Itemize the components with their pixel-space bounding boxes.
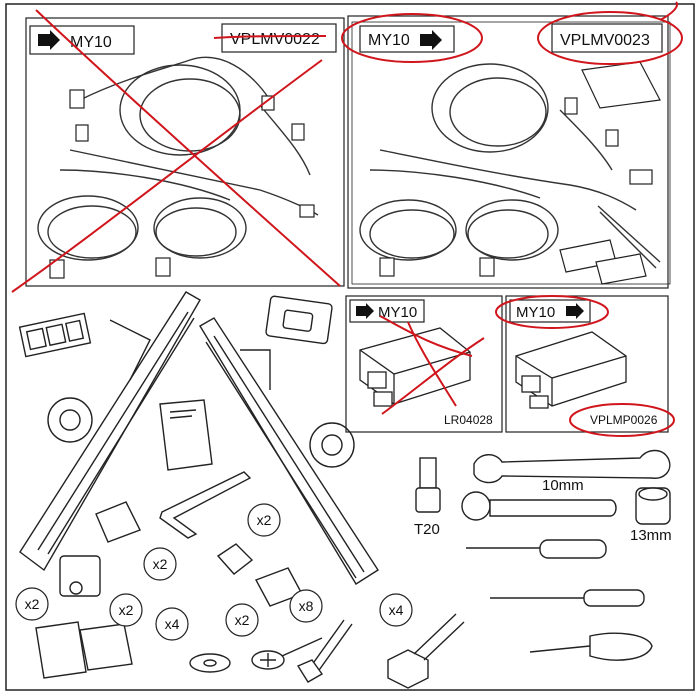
quantity-circle [15, 587, 49, 621]
tool-label-socket: 13mm [630, 527, 672, 544]
trim-tool-handle [583, 589, 645, 607]
panel-tag: MY10 [516, 304, 555, 321]
quantity-labels [15, 503, 413, 641]
quantity-circle [247, 503, 281, 537]
red-cross-out [379, 315, 485, 415]
qty-bolt-hex: x4 [389, 602, 404, 618]
part-code: VPLMV0022 [230, 31, 320, 48]
quantity-circle [225, 603, 259, 637]
tools-group [415, 449, 671, 661]
arrow-right-icon [38, 30, 60, 50]
qty-clip: x2 [257, 512, 272, 528]
red-cross-out [11, 9, 341, 293]
tool-label-t20: T20 [414, 521, 440, 538]
quantity-circle [379, 593, 413, 627]
arrow-right-icon [566, 303, 584, 319]
panel-tag: MY10 [70, 34, 112, 51]
awl-shaft [529, 645, 591, 653]
panel-tag: MY10 [368, 32, 410, 49]
panel-mid-left: MY10 LR04028 [345, 295, 503, 433]
qty-screw: x2 [235, 612, 250, 628]
tag-box [359, 25, 455, 53]
part-code: LR04028 [444, 413, 493, 427]
running-board-parts [18, 291, 465, 689]
code-box [551, 23, 663, 53]
arrow-right-icon [356, 303, 374, 319]
part-code: VPLMV0023 [560, 32, 650, 49]
t20-bit [419, 457, 437, 489]
ratchet-head [461, 491, 491, 521]
quantity-circle [289, 589, 323, 623]
awl-handle [589, 632, 653, 661]
qty-tape-b: x2 [119, 602, 134, 618]
panel-top-left: MY10 VPLMV0022 [11, 9, 345, 293]
outer-frame [5, 3, 695, 691]
tag-box [349, 299, 425, 323]
tool-labels: T20 10mm 13mm [414, 477, 672, 544]
arrow-right-icon [420, 30, 442, 50]
screwdriver-handle [539, 539, 607, 559]
panel-mid-right: MY10 VPLMP0026 [495, 295, 675, 437]
quantity-circle [143, 547, 177, 581]
t20-socket [415, 487, 441, 513]
quantity-circle [155, 607, 189, 641]
red-circle-highlights [495, 295, 675, 437]
quantity-text-group: x2 x2 x2 x2 x4 x2 x8 x4 [25, 512, 404, 632]
wiring-harness-illustration [359, 63, 661, 269]
qty-tape-a: x2 [25, 596, 40, 612]
combination-wrench [473, 449, 671, 484]
tag-box [509, 299, 591, 323]
panel-top-right: MY10 VPLMV0023 [341, 1, 683, 289]
part-code: VPLMP0026 [590, 413, 658, 427]
qty-bolt-long: x8 [299, 598, 314, 614]
qty-washer: x4 [165, 616, 180, 632]
panel-tag: MY10 [378, 304, 417, 321]
qty-adhesive-pad: x2 [153, 556, 168, 572]
red-circle-highlights [341, 1, 683, 65]
ecu-module-illustration [515, 331, 627, 409]
quantity-circle [109, 593, 143, 627]
ratchet-handle [489, 499, 617, 517]
ecu-module-illustration [359, 327, 471, 407]
connector-group [49, 89, 315, 279]
tool-label-wrench: 10mm [542, 477, 584, 494]
